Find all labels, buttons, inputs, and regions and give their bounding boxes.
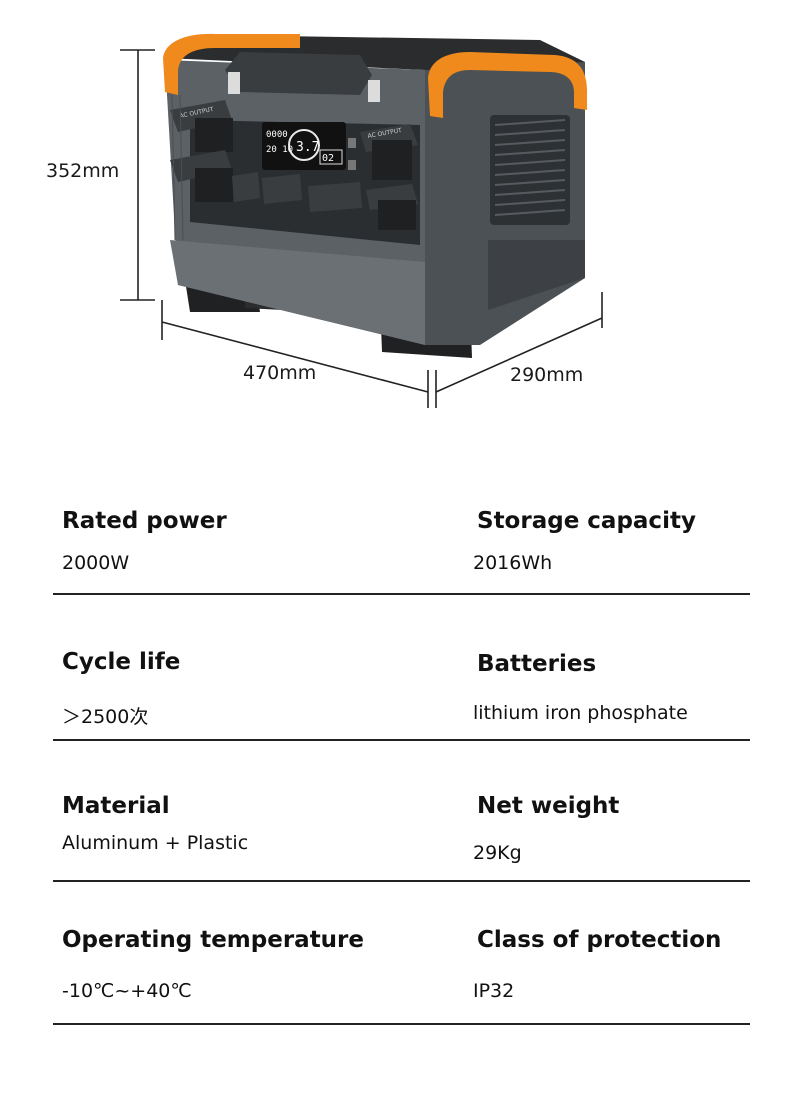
product-hero: 3.7 0000 20 10 02 AC OUTPUT AC OUTPUT bbox=[0, 0, 800, 430]
spec-title-storage-capacity: Storage capacity bbox=[477, 508, 696, 534]
spec-title-operating-temperature: Operating temperature bbox=[62, 927, 364, 953]
width-dimension: 470mm bbox=[243, 362, 317, 384]
display-line2: 20 10 bbox=[266, 145, 293, 155]
row-divider bbox=[53, 880, 750, 882]
spec-title-net-weight: Net weight bbox=[477, 793, 620, 819]
display-big-number: 3.7 bbox=[296, 140, 319, 155]
spec-value-cycle-life: ＞2500次 bbox=[62, 706, 149, 728]
spec-value-operating-temperature: -10℃~+40℃ bbox=[62, 980, 192, 1002]
ac-outlet-right-bottom bbox=[366, 184, 418, 230]
height-dimension: 352mm bbox=[46, 160, 120, 182]
row-divider bbox=[53, 593, 750, 595]
spec-value-batteries: lithium iron phosphate bbox=[473, 702, 688, 724]
spec-title-material: Material bbox=[62, 793, 170, 819]
dimension-lines bbox=[120, 49, 603, 408]
row-divider bbox=[53, 739, 750, 741]
spec-value-class-of-protection: IP32 bbox=[473, 980, 515, 1002]
display-small-number: 02 bbox=[322, 153, 334, 164]
depth-dimension: 290mm bbox=[510, 364, 584, 386]
ac-outlet-right-top bbox=[360, 124, 418, 180]
ac-outlet-left-top bbox=[170, 100, 233, 152]
spec-value-storage-capacity: 2016Wh bbox=[473, 552, 553, 574]
spec-value-net-weight: 29Kg bbox=[473, 842, 522, 864]
spec-value-material: Aluminum + Plastic bbox=[62, 832, 249, 854]
spec-title-batteries: Batteries bbox=[477, 651, 597, 677]
spec-title-rated-power: Rated power bbox=[62, 508, 227, 534]
spec-value-rated-power: 2000W bbox=[62, 552, 130, 574]
display-line1: 0000 bbox=[266, 130, 288, 140]
row-divider bbox=[53, 1023, 750, 1025]
ac-outlet-left-bottom bbox=[170, 150, 233, 202]
power-station-illustration: 3.7 0000 20 10 02 AC OUTPUT AC OUTPUT bbox=[120, 33, 603, 408]
spec-title-class-of-protection: Class of protection bbox=[477, 927, 722, 953]
spec-title-cycle-life: Cycle life bbox=[62, 649, 181, 675]
